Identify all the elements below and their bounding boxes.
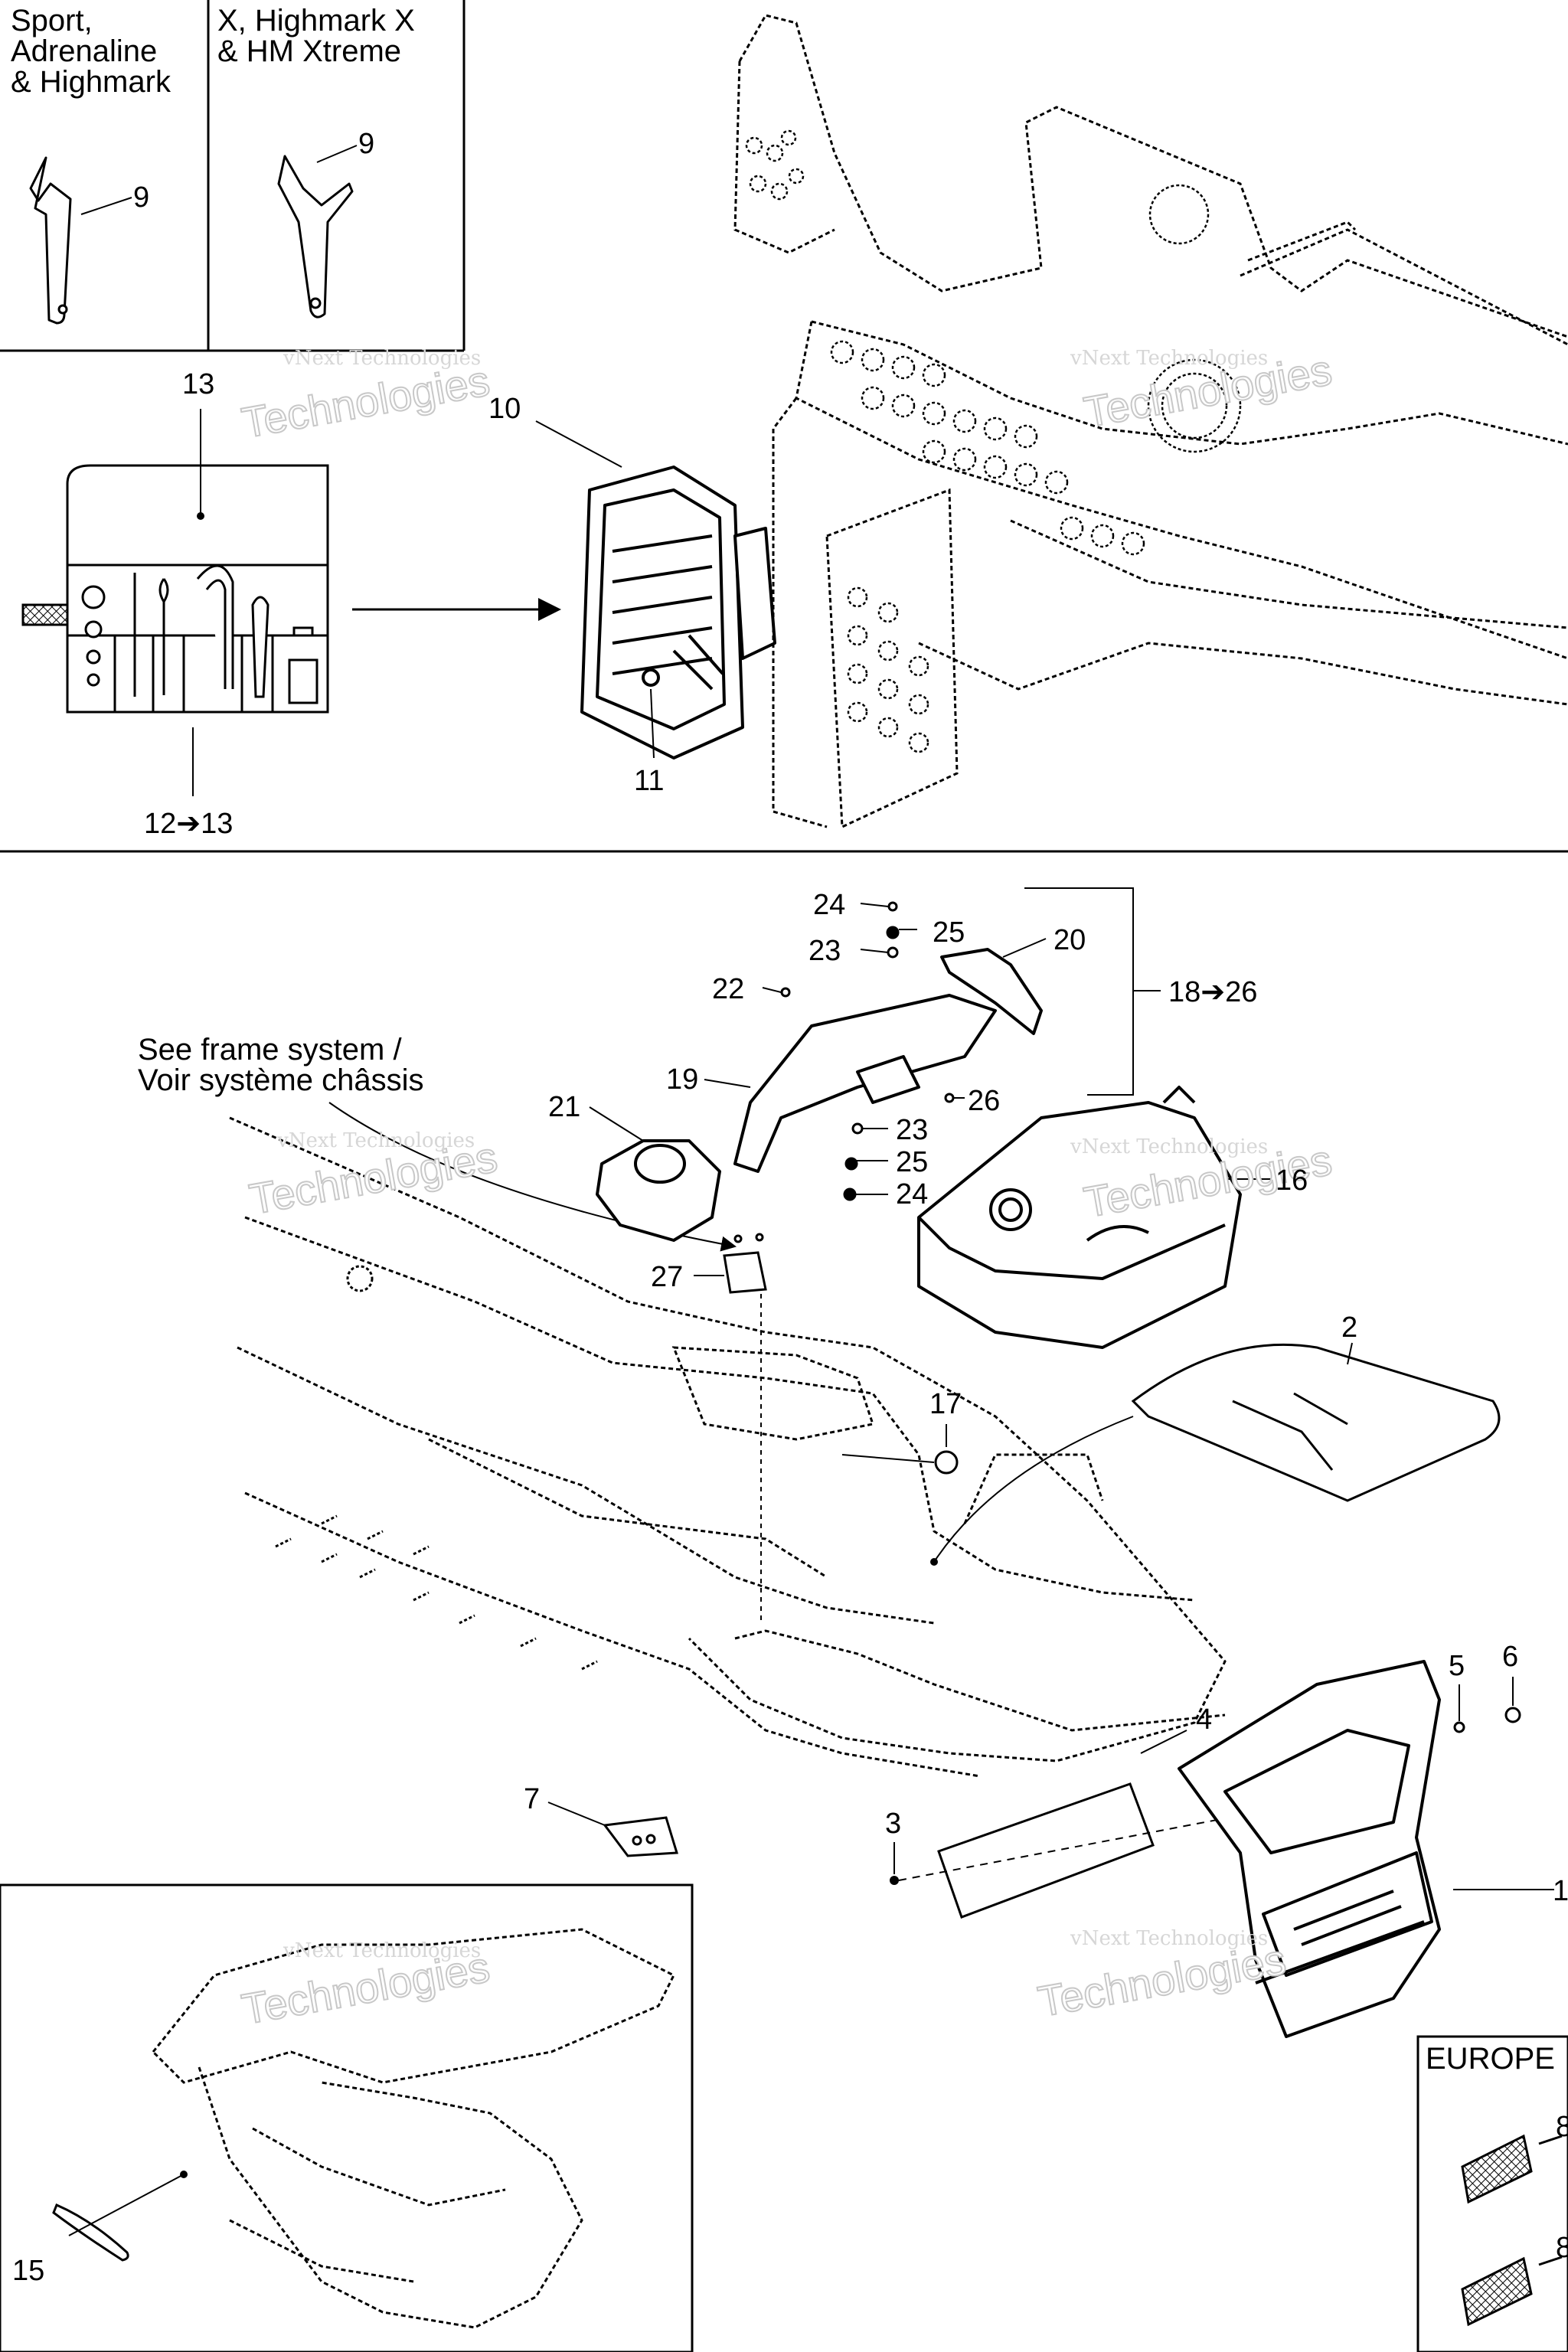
cap-6-part bbox=[1504, 1707, 1521, 1723]
reflector-8-part bbox=[1461, 2134, 1563, 2327]
svg-text:vNext Technologies: vNext Technologies bbox=[1070, 1927, 1268, 1950]
fastener-leaders bbox=[762, 887, 1161, 1195]
see-frame-line-2: Voir système châssis bbox=[138, 1063, 423, 1097]
frame-bottom-part bbox=[229, 1116, 1227, 1778]
inset-15-frame bbox=[0, 1883, 694, 2352]
callout-20: 20 bbox=[1054, 924, 1086, 956]
callout-17: 17 bbox=[929, 1388, 962, 1420]
leader-11 bbox=[650, 688, 655, 759]
leader-4 bbox=[1140, 1730, 1187, 1754]
variant-box bbox=[0, 0, 466, 352]
callout-9b: 9 bbox=[358, 128, 374, 160]
callout-3: 3 bbox=[885, 1808, 901, 1840]
cover-21-part bbox=[596, 1139, 721, 1242]
watermark-bottom-right: Technologies vNext Technologies bbox=[1034, 1927, 1290, 2027]
callout-21: 21 bbox=[548, 1091, 580, 1123]
watermark-mid-left: Technologies vNext Technologies bbox=[245, 1129, 501, 1224]
callout-10: 10 bbox=[488, 393, 521, 425]
see-frame-line-1: See frame system / bbox=[138, 1033, 402, 1067]
callout-26: 26 bbox=[968, 1085, 1000, 1117]
leader-21 bbox=[589, 1106, 644, 1142]
leader-17b bbox=[841, 1454, 935, 1463]
callout-22: 22 bbox=[712, 973, 744, 1005]
watermark-top-right: Technologies vNext Technologies bbox=[1070, 345, 1336, 437]
europe-inset-frame bbox=[1416, 2035, 1568, 2352]
deflector-7-part bbox=[603, 1816, 678, 1857]
callout-24a: 24 bbox=[813, 889, 845, 921]
callout-5: 5 bbox=[1449, 1650, 1465, 1682]
callout-7: 7 bbox=[524, 1783, 540, 1815]
variant-left-label-2: Adrenaline bbox=[11, 34, 157, 68]
callout-8a: 8 bbox=[1556, 2111, 1568, 2143]
mud-flap-2-part bbox=[1131, 1343, 1501, 1502]
callout-24b: 24 bbox=[896, 1178, 928, 1210]
hood-15-part bbox=[151, 1928, 676, 2329]
leader-19 bbox=[704, 1079, 751, 1088]
fasteners-part bbox=[780, 901, 955, 1201]
bracket-20-part bbox=[940, 948, 1043, 1035]
strap-19-part bbox=[733, 994, 997, 1173]
leader-2-curve bbox=[933, 1416, 1134, 1563]
strip-15-part bbox=[52, 2203, 129, 2262]
leader-20 bbox=[1002, 938, 1047, 958]
callout-9a: 9 bbox=[133, 181, 149, 214]
variant-left-label-3: & Highmark bbox=[11, 65, 172, 99]
decal-4-part bbox=[937, 1782, 1155, 1919]
variant-right-label-1: X, Highmark X bbox=[217, 4, 415, 38]
callout-19: 19 bbox=[666, 1063, 698, 1096]
callout-12-13: 12➔13 bbox=[144, 808, 233, 840]
rivet-5-part bbox=[1453, 1721, 1465, 1733]
callout-25a: 25 bbox=[933, 916, 965, 949]
tool-bag-part bbox=[580, 466, 776, 760]
leader-15-dot bbox=[180, 2171, 188, 2178]
wrench-9-highmark-part bbox=[277, 155, 354, 318]
rear-panel-1-part bbox=[1178, 1660, 1441, 2038]
callout-13: 13 bbox=[182, 368, 214, 400]
leader-9b bbox=[316, 145, 358, 163]
callout-11: 11 bbox=[634, 765, 664, 797]
callout-16: 16 bbox=[1276, 1165, 1308, 1197]
callout-23b: 23 bbox=[896, 1114, 928, 1146]
callout-1: 1 bbox=[1553, 1875, 1568, 1907]
callout-23a: 23 bbox=[808, 935, 841, 967]
leader-2-dot bbox=[930, 1558, 938, 1566]
oil-tank-16-part bbox=[917, 1086, 1242, 1349]
callout-27: 27 bbox=[651, 1261, 683, 1293]
leader-10 bbox=[535, 420, 622, 468]
callout-15: 15 bbox=[12, 2255, 44, 2287]
callout-4: 4 bbox=[1196, 1704, 1212, 1736]
callout-18-26: 18➔26 bbox=[1168, 976, 1257, 1008]
rivet-3-part bbox=[890, 1876, 899, 1885]
leader-7 bbox=[547, 1802, 606, 1826]
grommet-17-part bbox=[934, 1450, 959, 1475]
callout-2: 2 bbox=[1341, 1312, 1357, 1344]
variant-left-label-1: Sport, bbox=[11, 4, 93, 38]
svg-text:vNext Technologies: vNext Technologies bbox=[283, 1939, 481, 1962]
svg-text:vNext Technologies: vNext Technologies bbox=[1070, 347, 1268, 370]
svg-text:vNext Technologies: vNext Technologies bbox=[276, 1129, 475, 1152]
watermark-top-left: Technologies vNext Technologies bbox=[237, 347, 494, 448]
wrench-9-sport-part bbox=[29, 156, 72, 325]
europe-label: EUROPE bbox=[1426, 2042, 1555, 2076]
variant-right-label-2: & HM Xtreme bbox=[217, 34, 401, 68]
svg-text:vNext Technologies: vNext Technologies bbox=[283, 347, 481, 370]
leader-15 bbox=[68, 2174, 185, 2236]
leader-9a bbox=[80, 197, 132, 215]
frame-bottom-slots bbox=[275, 1265, 598, 1671]
frame-top-part bbox=[733, 14, 1568, 829]
callout-6: 6 bbox=[1502, 1641, 1518, 1673]
callout-25b: 25 bbox=[896, 1146, 928, 1178]
watermark-bottom-left: Technologies vNext Technologies bbox=[237, 1939, 494, 2034]
leader-2 bbox=[1347, 1342, 1353, 1365]
frame-holes bbox=[745, 129, 1242, 753]
callout-8b: 8 bbox=[1556, 2232, 1568, 2264]
tool-kit-part bbox=[21, 464, 329, 714]
plate-27-part bbox=[723, 1233, 767, 1294]
svg-text:vNext Technologies: vNext Technologies bbox=[1070, 1135, 1268, 1158]
callout-labels: 9 9 13 10 11 12➔13 24 25 23 20 22 18➔26 … bbox=[12, 128, 1568, 2287]
